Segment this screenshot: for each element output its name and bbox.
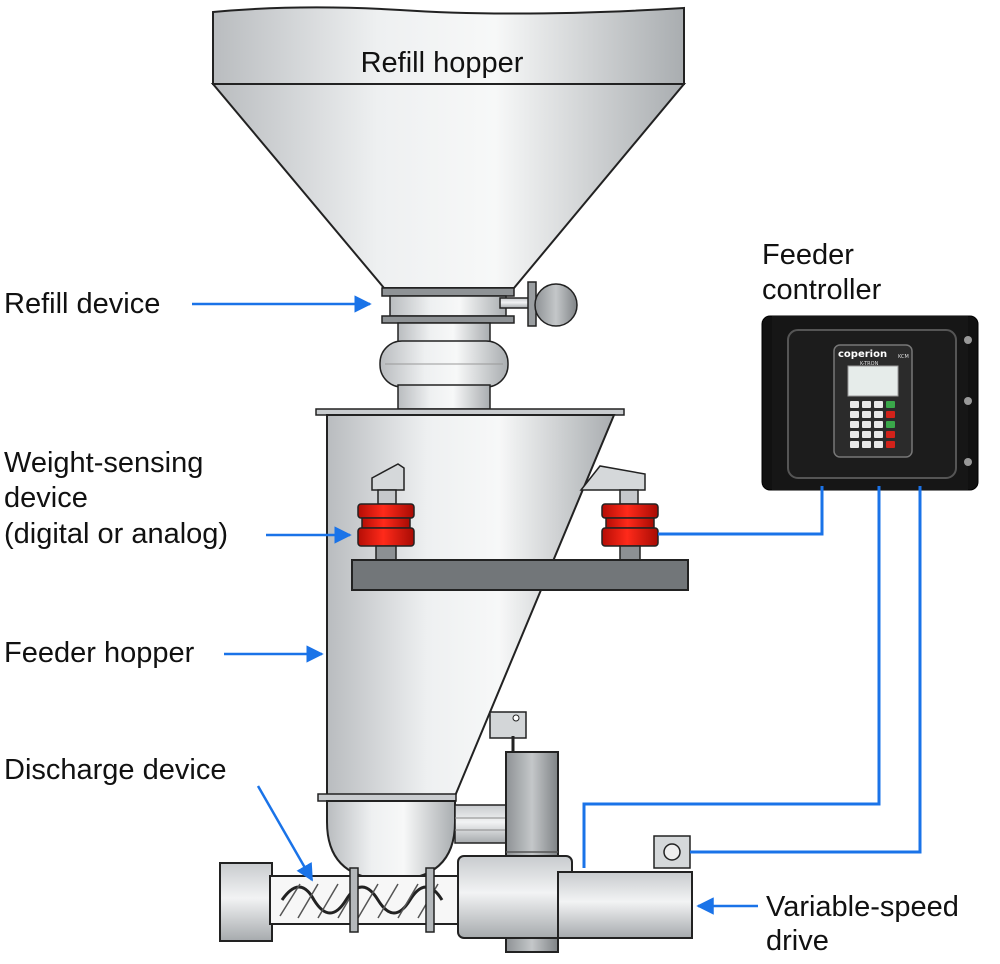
keypad-key: [874, 411, 883, 418]
variable-speed-drive-label-1: Variable-speed: [766, 891, 959, 923]
scale-platform: [351, 559, 689, 591]
keypad-key: [874, 421, 883, 428]
variable-speed-drive: [457, 751, 693, 953]
labels: Refill device Feeder controller Weight-s…: [4, 239, 959, 957]
keypad-key: [850, 421, 859, 428]
refill-device: [381, 281, 578, 327]
discharge-device-label: Discharge device: [4, 754, 226, 786]
keypad-key: [850, 441, 859, 448]
keypad-key: [850, 431, 859, 438]
feeder-controller-label-1: Feeder: [762, 239, 854, 271]
keypad-key: [874, 441, 883, 448]
controller-sub-brand: K-TRON: [860, 361, 879, 367]
keypad-key: [886, 411, 895, 418]
feeder-controller: coperion K-TRON KCM: [761, 315, 979, 491]
refill-hopper: Refill hopper: [210, 6, 687, 289]
keypad-key: [862, 401, 871, 408]
refill-device-label: Refill device: [4, 288, 160, 320]
flexible-connector: [379, 322, 509, 410]
keypad-key: [862, 411, 871, 418]
refill-hopper-label: Refill hopper: [361, 47, 524, 79]
keypad-key: [886, 421, 895, 428]
lcd-screen-icon: [847, 365, 899, 397]
keypad-key: [850, 411, 859, 418]
arrow-down-right-icon: [256, 785, 314, 882]
controller-model: KCM: [898, 354, 909, 360]
keypad-key: [862, 431, 871, 438]
feeder-controller-label-2: controller: [762, 274, 882, 306]
weight-sensing-label-2: device: [4, 482, 88, 514]
variable-speed-drive-label-2: drive: [766, 925, 829, 957]
keypad-key: [862, 421, 871, 428]
wire-load-cell: [658, 486, 824, 536]
wire-drive-signal: [582, 486, 881, 868]
weight-sensing-device: [357, 503, 659, 561]
keypad-key: [874, 431, 883, 438]
load-cell-brackets: [371, 463, 646, 505]
keypad-key: [886, 441, 895, 448]
discharge-device: [219, 711, 527, 942]
controller-brand: coperion: [838, 349, 887, 360]
keypad-key: [850, 401, 859, 408]
weight-sensing-label-1: Weight-sensing: [4, 447, 203, 479]
weight-sensing-label-3: (digital or analog): [4, 518, 228, 550]
keypad-icon: [850, 401, 895, 448]
feeder-hopper-label: Feeder hopper: [4, 637, 195, 669]
wire-motor-signal: [690, 486, 922, 854]
keypad-key: [886, 401, 895, 408]
keypad-key: [862, 441, 871, 448]
keypad-key: [874, 401, 883, 408]
keypad-key: [886, 431, 895, 438]
signal-wires: [582, 486, 922, 868]
